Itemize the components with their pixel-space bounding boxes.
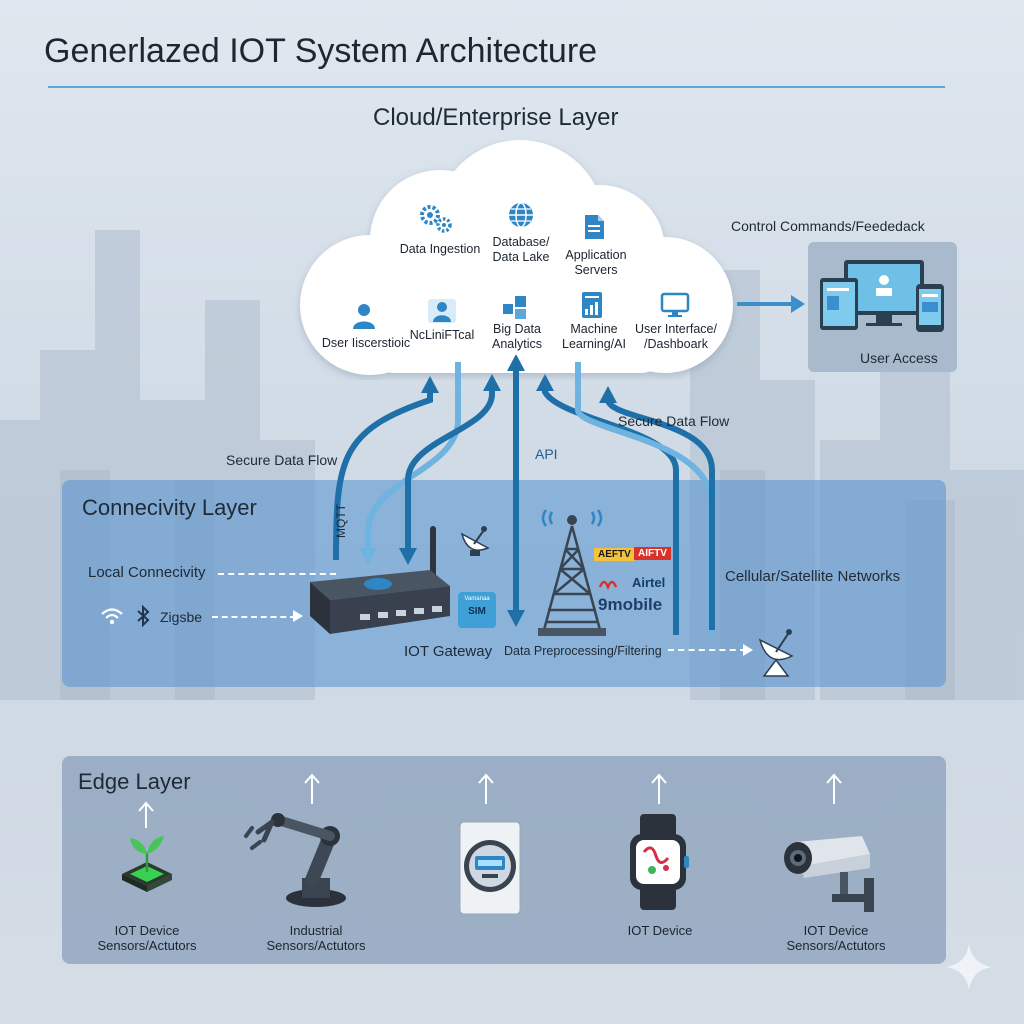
edge-up-arrow-2 <box>304 773 320 804</box>
cloud-layer-heading: Cloud/Enterprise Layer <box>373 104 619 131</box>
service-data-ingestion: Data Ingestion <box>399 242 481 256</box>
robot-arm-icon <box>244 813 346 907</box>
edge-up-arrow-5 <box>826 773 842 804</box>
edge-device-1-label: IOT Device Sensors/Actutors <box>97 923 197 953</box>
edge-up-arrow-3 <box>478 773 494 804</box>
carrier-logo-2: AIFTV <box>634 547 671 560</box>
chip-sprout-icon <box>122 836 172 892</box>
edge-up-arrow-4 <box>651 773 667 804</box>
service-technical: NcLiniFTcal <box>409 328 475 342</box>
service-user-interface-dashboard: User Interface/ /Dashboark <box>635 322 717 351</box>
control-commands-arrow <box>737 295 805 313</box>
zigbee-arrowhead <box>293 610 303 622</box>
person-icon <box>353 304 375 329</box>
preprocessing-dashed-line <box>668 649 746 651</box>
zigbee-dashed-line <box>212 616 296 618</box>
sim-card-top-text: Vamanaa <box>464 596 490 602</box>
satellite-dish-icon <box>758 629 794 677</box>
data-flow-arrows <box>333 355 715 635</box>
service-big-data-analytics: Big Data Analytics <box>491 322 543 351</box>
satellite-dish-small-icon <box>460 526 490 556</box>
bluetooth-icon <box>137 604 150 628</box>
secure-data-flow-right-label: Secure Data Flow <box>618 413 730 429</box>
iot-gateway-router[interactable] <box>300 520 460 640</box>
sim-card-label: SIM <box>468 606 486 617</box>
iot-gateway-label: IOT Gateway <box>404 643 493 660</box>
control-commands-label: Control Commands/Feededack <box>731 218 925 234</box>
person-gear-icon <box>428 299 456 323</box>
globe-icon <box>509 202 533 228</box>
api-label: API <box>535 446 558 462</box>
zigbee-label: Zigsbe <box>160 609 203 625</box>
carrier-logo-airtel: Airtel <box>632 575 666 590</box>
monitor-icon <box>660 292 690 317</box>
user-access-panel[interactable]: User Access <box>808 242 957 372</box>
preprocessing-arrowhead <box>743 644 753 656</box>
devices-screens-icon <box>820 260 944 332</box>
cellular-satellite-label: Cellular/Satellite Networks <box>725 568 901 585</box>
carrier-logo-9mobile: 9mobile <box>598 595 663 614</box>
smart-meter-icon <box>459 821 521 915</box>
edge-layer-heading: Edge Layer <box>78 769 191 794</box>
service-user-identity: Dser Iiscerstioic <box>321 336 411 350</box>
wifi-icon <box>101 608 123 625</box>
title-divider <box>48 86 945 88</box>
gears-icon <box>420 205 452 233</box>
smartwatch-icon <box>630 814 689 910</box>
sparkle-icon <box>946 944 992 990</box>
sim-card: Vamanaa SIM <box>458 592 496 628</box>
cell-tower-icon <box>538 509 606 636</box>
edge-device-2-label: Industrial Sensors/Actutors <box>266 923 366 953</box>
document-icon <box>585 215 604 239</box>
chart-document-icon <box>582 292 602 318</box>
connectivity-layer-panel <box>62 480 946 687</box>
service-database-data-lake: Database/ Data Lake <box>492 235 550 264</box>
data-preprocessing-label: Data Preprocessing/Filtering <box>504 644 662 658</box>
user-access-label: User Access <box>860 350 938 366</box>
local-connectivity-label: Local Connecivity <box>88 564 206 581</box>
diagram-title: Generlazed IOT System Architecture <box>44 32 598 70</box>
service-application-servers: Application Servers <box>565 248 627 277</box>
secure-data-flow-left-label: Secure Data Flow <box>226 452 338 468</box>
edge-device-5-label: IOT Device Sensors/Actutors <box>786 923 886 953</box>
carrier-logo-1: AEFTV <box>594 548 635 561</box>
cubes-icon <box>503 296 526 319</box>
edge-up-arrow-1 <box>138 801 154 828</box>
edge-device-4-label: IOT Device <box>627 923 693 938</box>
service-machine-learning: Machine Learning/AI <box>562 322 626 351</box>
local-connectivity-dashed-line <box>218 573 336 575</box>
security-camera-icon <box>784 836 874 912</box>
carrier-logo-glyph <box>598 580 618 591</box>
connectivity-layer-heading: Connecivity Layer <box>82 495 257 520</box>
